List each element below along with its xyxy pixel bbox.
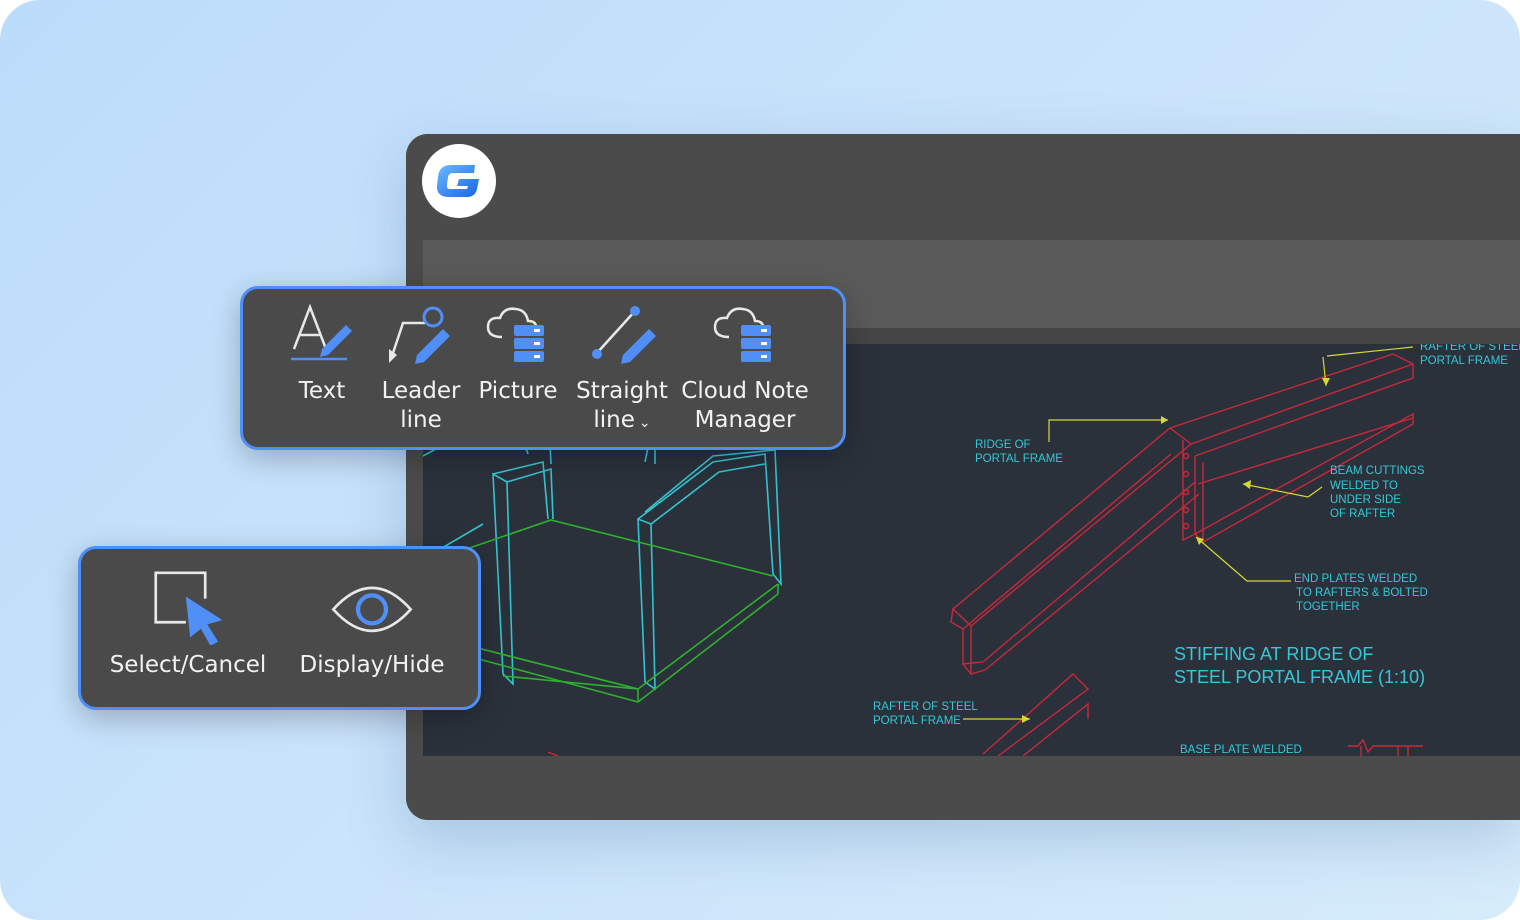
label-rafter-bottom-2: PORTAL FRAME [873,715,961,727]
straight-line-icon [592,306,656,364]
app-window: RAFTER OF STEEL PORTAL FRAME RIDGE OF PO… [406,134,1520,820]
label-end-3: TOGETHER [1296,601,1360,613]
selection-toolbar: Select/Cancel Display/Hide [78,546,481,710]
select-cancel-label: Select/Cancel [109,652,267,678]
cloud-note-manager-button[interactable]: Cloud Note Manager [677,301,813,435]
label-ridge-1: RIDGE OF [975,439,1031,451]
leader-line-tool-button[interactable]: Leader line [381,301,461,435]
text-tool-button[interactable]: Text [282,301,362,406]
text-tool-label: Text [298,378,346,404]
select-cursor-icon [154,571,223,645]
picture-icon [486,307,544,362]
label-beam-4: OF RAFTER [1330,508,1395,520]
chevron-down-icon[interactable]: ⌄ [638,415,651,431]
label-base-plate: BASE PLATE WELDED [1180,744,1302,756]
straight-line-tool-button[interactable]: Straight line⌄ [576,301,668,438]
display-hide-label: Display/Hide [299,652,445,678]
label-ridge-2: PORTAL FRAME [975,453,1063,465]
text-icon [291,303,352,361]
eye-icon [331,586,413,633]
cloud-note-manager-label: Cloud Note Manager [681,378,809,433]
label-rafter-top-1: RAFTER OF STEEL [1420,344,1520,353]
picture-tool-label: Picture [478,378,558,404]
display-hide-button[interactable]: Display/Hide [287,563,457,680]
cad-drawing: RAFTER OF STEEL PORTAL FRAME RIDGE OF PO… [423,344,1520,756]
label-beam-3: UNDER SIDE [1330,494,1401,506]
label-end-2: TO RAFTERS & BOLTED [1296,587,1428,599]
leader-line-icon [389,306,450,364]
select-cancel-button[interactable]: Select/Cancel [101,563,275,680]
title-bar [406,134,1520,224]
status-bar [406,771,1520,820]
straight-line-tool-label: Straight line⌄ [576,378,668,433]
leader-line-tool-label: Leader line [381,378,461,433]
g-logo-icon [436,165,479,197]
cloud-note-icon [713,307,771,362]
label-beam-1: BEAM CUTTINGS [1330,465,1425,477]
app-logo [422,144,496,218]
picture-tool-button[interactable]: Picture [478,301,558,406]
label-rafter-bottom-1: RAFTER OF STEEL [873,701,978,713]
label-rafter-top-2: PORTAL FRAME [1420,355,1508,367]
leader-arrows [1022,378,1330,723]
label-beam-2: WELDED TO [1330,480,1398,492]
rafter-beam [547,353,1423,756]
drawing-title-1: STIFFING AT RIDGE OF [1174,644,1373,664]
label-end-1: END PLATES WELDED [1294,573,1417,585]
drawing-title-2: STEEL PORTAL FRAME (1:10) [1174,667,1425,687]
annotation-toolbar: Text Leader line [240,286,846,450]
